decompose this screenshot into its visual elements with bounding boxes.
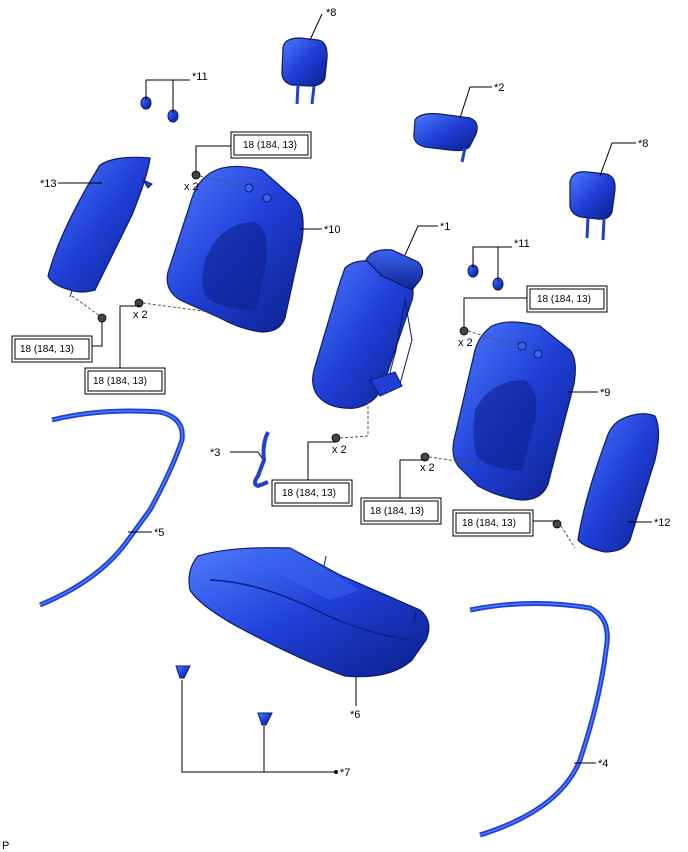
torque-value: 18 (184, 13) [93, 376, 147, 387]
callout-11-right: *11 [514, 238, 530, 250]
callout-8-top: *8 [326, 7, 336, 19]
side-bolster-part-13 [47, 156, 153, 298]
headrest-part-8-top [281, 37, 328, 105]
headrest-part-8-right [569, 171, 616, 241]
install-path [428, 456, 479, 465]
center-armrest-part-1 [312, 249, 424, 409]
torque-spec-box: 18 (184, 13) [84, 367, 166, 395]
torque-spec-box: 18 (184, 13) [452, 509, 534, 537]
torque-value: 18 (184, 13) [20, 344, 74, 355]
bullet-icon [334, 770, 338, 774]
torque-spec-box: 18 (184, 13) [230, 131, 312, 159]
callout-7: *7 [340, 767, 350, 779]
seatback-part-10 [166, 165, 304, 333]
qty-label: x 2 [420, 462, 435, 474]
figure-code: P [2, 840, 9, 852]
callout-8-right: *8 [638, 138, 648, 150]
headrest-part-2 [413, 113, 478, 163]
trim-strip-part-5 [39, 408, 185, 608]
install-path [142, 302, 211, 313]
install-path [199, 175, 250, 189]
leader-lines [58, 13, 652, 773]
callout-13: *13 [40, 178, 57, 190]
qty-label: x 2 [458, 337, 473, 349]
callout-3: *3 [210, 447, 220, 459]
seat-cushion-part-6 [188, 547, 430, 678]
torque-value: 18 (184, 13) [462, 518, 516, 529]
bolt-icon [97, 170, 562, 529]
torque-spec-box: 18 (184, 13) [271, 479, 353, 507]
trim-strip-part-4 [469, 600, 610, 838]
torque-value: 18 (184, 13) [243, 140, 297, 151]
qty-label: x 2 [184, 181, 199, 193]
torque-spec-box: 18 (184, 13) [526, 285, 608, 313]
torque-value: 18 (184, 13) [537, 294, 591, 305]
install-path [560, 525, 576, 549]
clip-icon [175, 665, 273, 726]
callout-5: *5 [154, 527, 164, 539]
clip-icon [140, 96, 179, 123]
callout-12: *12 [654, 517, 671, 529]
callout-9: *9 [600, 387, 610, 399]
torque-spec-box: 18 (184, 13) [11, 335, 93, 363]
callout-2: *2 [494, 82, 504, 94]
callout-4: *4 [598, 758, 608, 770]
seatback-part-9 [452, 321, 576, 501]
torque-value: 18 (184, 13) [282, 488, 336, 499]
torque-spec-box: 18 (184, 13) [360, 497, 442, 525]
callout-11-left: *11 [192, 71, 208, 83]
qty-label: x 2 [332, 444, 347, 456]
callout-6: *6 [350, 709, 360, 721]
torque-value: 18 (184, 13) [370, 506, 424, 517]
side-bolster-part-12 [577, 413, 660, 553]
install-path [71, 295, 101, 317]
callout-10: *10 [324, 224, 341, 236]
callout-1: *1 [440, 221, 450, 233]
qty-label: x 2 [133, 309, 148, 321]
belt-guide-part-3 [253, 431, 270, 489]
